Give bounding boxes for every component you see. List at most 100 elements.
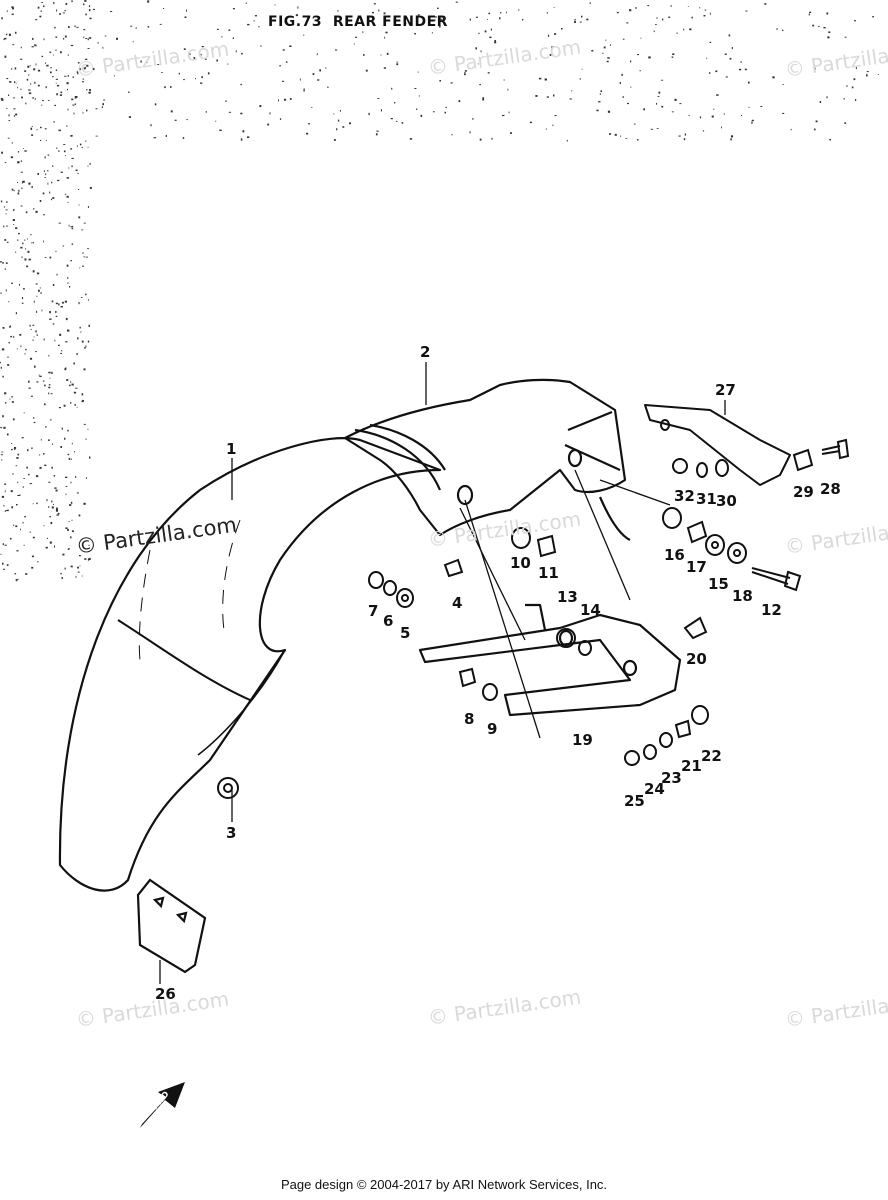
scan-speck [85, 13, 87, 16]
scan-speck [60, 352, 62, 354]
scan-speck [28, 380, 30, 383]
scan-speck [745, 10, 748, 12]
scan-speck [85, 58, 88, 60]
part-label-26: 26 [155, 985, 176, 1003]
scan-speck [598, 101, 601, 103]
scan-speck [23, 544, 25, 546]
scan-speck [854, 20, 856, 22]
scan-speck [17, 151, 20, 153]
scan-speck [57, 512, 60, 515]
scan-speck [76, 145, 78, 147]
scan-speck [79, 565, 81, 567]
scan-speck [49, 51, 52, 53]
scan-speck [5, 510, 8, 512]
scan-speck [2, 327, 5, 329]
fwd-arrow-icon [140, 1082, 185, 1128]
scan-speck [490, 28, 492, 30]
scan-speck [82, 112, 84, 114]
scan-speck [54, 104, 56, 107]
scan-speck [71, 458, 72, 460]
scan-speck [15, 465, 18, 467]
part-label-19: 19 [572, 731, 593, 749]
scan-speck [51, 466, 53, 469]
scan-speck [60, 306, 63, 308]
scan-speck [21, 181, 23, 184]
scan-speck [46, 537, 48, 539]
scan-speck [87, 165, 89, 167]
scan-speck [317, 79, 320, 81]
scan-speck [36, 310, 38, 313]
scan-speck [827, 36, 830, 39]
scan-speck [715, 70, 718, 73]
scan-speck [77, 566, 79, 569]
scan-speck [725, 76, 728, 78]
scan-speck [484, 30, 487, 33]
scan-speck [661, 105, 664, 108]
scan-speck [24, 70, 27, 72]
scan-speck [39, 466, 42, 469]
scan-speck [872, 16, 874, 18]
scan-speck [21, 96, 23, 99]
scan-speck [67, 528, 69, 531]
scan-speck [622, 96, 624, 98]
scan-speck [20, 160, 22, 162]
scan-speck [3, 38, 5, 41]
scan-speck [76, 406, 78, 408]
scan-speck [200, 82, 203, 84]
scan-speck [279, 118, 282, 120]
scan-speck [254, 15, 257, 17]
scan-speck [790, 128, 792, 131]
scan-speck [195, 78, 196, 80]
scan-speck [35, 330, 37, 333]
scan-speck [104, 35, 107, 37]
scan-speck [4, 162, 7, 164]
scan-speck [676, 32, 678, 34]
scan-speck [64, 300, 67, 303]
scan-speck [312, 73, 315, 75]
scan-speck [479, 138, 482, 141]
scan-speck [92, 8, 95, 10]
scan-speck [522, 18, 524, 21]
scan-speck [44, 170, 45, 172]
scan-speck [554, 33, 557, 35]
scan-speck [267, 123, 270, 126]
scan-speck [2, 375, 4, 378]
scan-speck [702, 130, 705, 132]
scan-speck [60, 572, 62, 575]
scan-speck [362, 31, 364, 33]
scan-speck [71, 383, 74, 386]
scan-speck [71, 227, 74, 230]
scan-speck [3, 225, 5, 228]
scan-speck [337, 119, 340, 122]
scan-speck [34, 44, 36, 47]
scan-speck [65, 317, 68, 321]
scan-speck [25, 573, 28, 575]
scan-speck [48, 392, 50, 395]
scan-speck [10, 156, 14, 159]
scan-speck [596, 109, 599, 112]
part-label-30: 30 [716, 492, 737, 510]
scan-speck [67, 277, 69, 279]
scan-speck [2, 262, 4, 264]
scan-speck [581, 15, 583, 18]
scan-speck [656, 128, 659, 129]
scan-speck [383, 12, 386, 15]
scan-speck [89, 17, 92, 20]
scan-speck [303, 88, 305, 90]
scan-speck [510, 132, 512, 134]
scan-speck [26, 466, 28, 469]
scan-speck [70, 481, 72, 484]
scan-speck [24, 239, 26, 241]
scan-speck [59, 94, 62, 96]
scan-speck [15, 525, 18, 528]
scan-speck [44, 464, 47, 467]
scan-speck [65, 527, 68, 529]
scan-speck [574, 19, 576, 21]
scan-speck [699, 116, 702, 119]
scan-speck [3, 206, 5, 208]
scan-speck [34, 98, 36, 100]
scan-speck [12, 418, 15, 421]
scan-speck [17, 453, 20, 456]
scan-speck [6, 78, 9, 80]
scan-speck [41, 104, 43, 106]
